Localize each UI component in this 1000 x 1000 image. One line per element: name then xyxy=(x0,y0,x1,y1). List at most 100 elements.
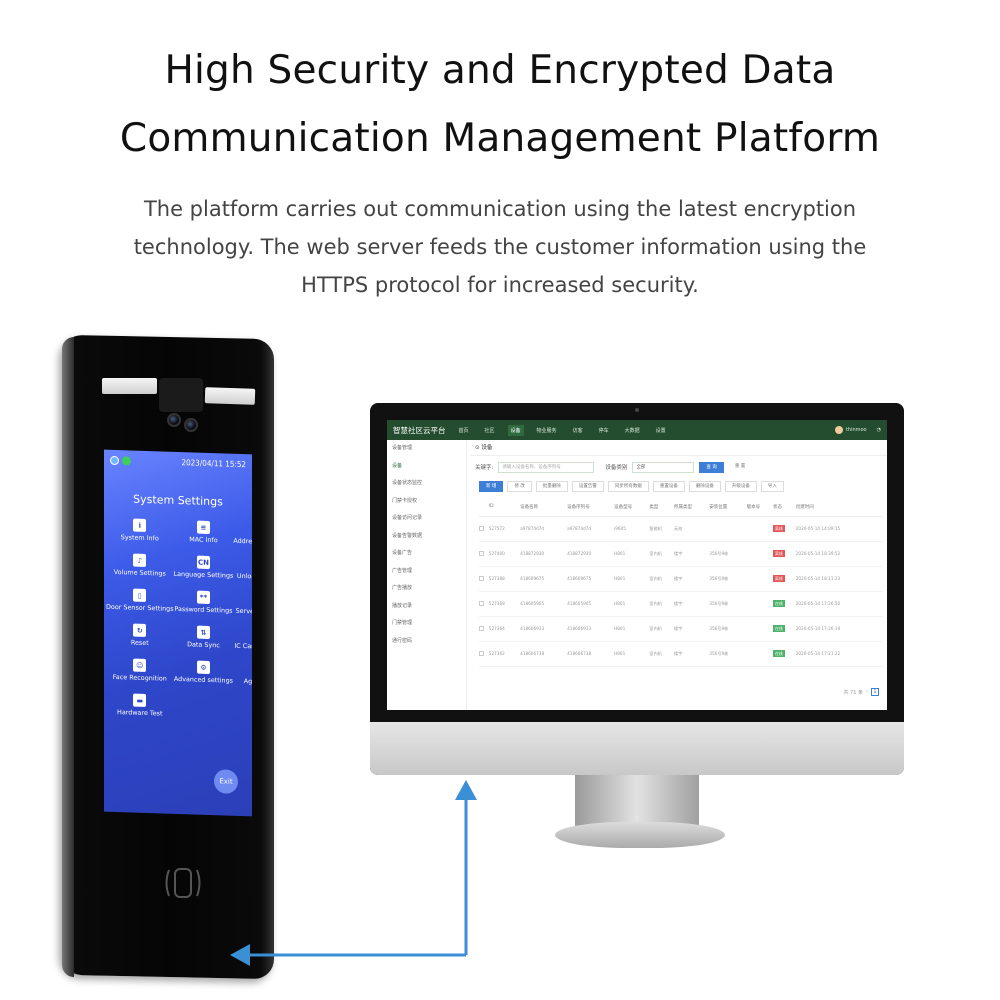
column-header xyxy=(479,498,489,517)
table-cell: 离线 xyxy=(773,566,796,592)
status-badge: 在线 xyxy=(773,649,785,657)
toolbar-action-button[interactable]: 重置设备 xyxy=(652,480,685,492)
toolbar-action-button[interactable]: 同步所有数据 xyxy=(607,480,649,492)
sidebar-item[interactable]: 广告管理 xyxy=(392,567,413,574)
search-button[interactable]: 查 询 xyxy=(699,461,724,473)
table-cell: 418605905 xyxy=(567,591,615,617)
description-line-2: technology. The web server feeds the cus… xyxy=(133,235,867,259)
sidebar-item[interactable]: 广告播放 xyxy=(392,585,413,591)
nfc-reader-icon xyxy=(165,868,201,898)
table-cell: 2020-05-14 17:26:19 xyxy=(795,616,883,642)
table-cell: 无效 xyxy=(674,516,710,542)
column-header: 版本号 xyxy=(746,498,774,517)
table-cell: 527368 xyxy=(488,591,521,617)
toolbar-action-button[interactable]: 批量删除 xyxy=(535,480,568,492)
sidebar-item[interactable]: 设备状态监控 xyxy=(392,480,423,486)
nav-tab[interactable]: 停车 xyxy=(598,427,609,434)
table-cell: 2020-05-14 17:26:50 xyxy=(795,591,883,617)
table-cell: 在线 xyxy=(773,616,796,642)
description-line-1: The platform carries out communication u… xyxy=(143,197,857,221)
sidebar-item[interactable]: 设备 xyxy=(392,462,403,469)
toolbar-action-button[interactable]: 修 改 xyxy=(507,480,532,492)
sidebar-item[interactable]: 通行密码 xyxy=(392,637,413,644)
table-cell: 527362 xyxy=(488,641,521,667)
table-cell xyxy=(746,541,774,567)
table-cell xyxy=(746,641,774,667)
bell-icon[interactable]: ◔ xyxy=(876,427,881,433)
sidebar-item[interactable]: 播放记录 xyxy=(392,602,413,609)
nav-tab[interactable]: 访客 xyxy=(572,427,583,434)
camera-lens-icon xyxy=(167,413,181,427)
table-cell: H801 xyxy=(614,641,650,667)
filter-bar: 关键字: 请输入设备名称、设备序列号 设备类别 全部 查 询 重 置 xyxy=(471,456,887,478)
user-menu[interactable]: thinmoo ◔ xyxy=(834,426,881,434)
nav-tab[interactable]: 设备 xyxy=(507,424,524,436)
row-checkbox[interactable] xyxy=(479,541,489,567)
sidebar-item[interactable]: 设备广告 xyxy=(392,550,413,556)
pager-current-page[interactable]: 1 xyxy=(871,688,879,696)
column-header: 类型 xyxy=(649,498,675,517)
device-type-label: 设备类别 xyxy=(605,465,628,471)
device-type-select[interactable]: 全部 xyxy=(632,461,695,473)
toolbar-action-button[interactable]: 设置告警 xyxy=(571,480,604,492)
toolbar-action-button[interactable]: 新 增 xyxy=(479,480,504,492)
nav-tab[interactable]: 物业服务 xyxy=(536,427,557,434)
column-header: 设备型号 xyxy=(614,498,650,517)
sidebar-item[interactable]: 设备访问记录 xyxy=(392,515,423,521)
top-navigation-bar: 智慧社区云平台 首页社区设备物业服务访客停车大数据设置 thinmoo ◔ xyxy=(387,420,887,440)
toolbar-action-button[interactable]: 删除设备 xyxy=(688,480,721,492)
row-checkbox[interactable] xyxy=(479,516,489,542)
table-cell: 离线 xyxy=(773,516,796,542)
nav-tab[interactable]: 大数据 xyxy=(624,427,640,434)
terminal-side-edge xyxy=(62,337,74,977)
table-cell xyxy=(746,516,774,542)
sidebar-item[interactable]: 门禁卡授权 xyxy=(392,497,418,504)
table-cell: 356号9栋 xyxy=(709,591,747,617)
column-header: 安装位置 xyxy=(709,498,747,517)
monitor-base xyxy=(555,822,725,848)
column-header: ID xyxy=(488,498,521,517)
nav-tab[interactable]: 社区 xyxy=(484,427,495,434)
table-cell: 527400 xyxy=(488,541,521,567)
sidebar: 设备管理设备设备状态监控门禁卡授权设备访问记录设备告警数据设备广告广告管理广告播… xyxy=(387,440,467,710)
table-cell: 2020-05-14 18:39:52 xyxy=(795,541,883,567)
row-checkbox[interactable] xyxy=(479,641,489,667)
breadcrumb: ⊙ 设备 xyxy=(471,440,887,456)
row-checkbox[interactable] xyxy=(479,566,489,592)
table-cell: 356号9栋 xyxy=(709,566,747,592)
chevron-left-icon[interactable]: ‹ xyxy=(866,689,868,695)
nav-tab[interactable]: 设置 xyxy=(655,427,666,434)
table-cell: 356号9栋 xyxy=(709,641,747,667)
keyword-search-input[interactable]: 请输入设备名称、设备序列号 xyxy=(498,461,595,473)
table-cell: a97874d7d xyxy=(567,516,615,542)
toolbar-action-button[interactable]: 升级设备 xyxy=(724,480,757,492)
reset-button[interactable]: 重 置 xyxy=(728,461,752,473)
table-cell: 418872930 xyxy=(520,541,568,567)
main-content: ⊙ 设备 关键字: 请输入设备名称、设备序列号 设备类别 全部 查 询 重 置 … xyxy=(471,440,887,710)
table-cell: 2020-05-14 14:09:15 xyxy=(795,516,883,542)
sidebar-item[interactable]: 设备告警数据 xyxy=(392,532,423,539)
sidebar-item[interactable]: 设备管理 xyxy=(392,445,413,451)
row-checkbox[interactable] xyxy=(479,616,489,642)
table-cell xyxy=(746,616,774,642)
column-header: 所属类型 xyxy=(674,498,710,517)
row-checkbox[interactable] xyxy=(479,591,489,617)
sidebar-item[interactable]: 门禁管理 xyxy=(392,620,413,626)
avatar xyxy=(834,426,843,434)
table-cell xyxy=(746,566,774,592)
nav-tab[interactable]: 首页 xyxy=(458,427,469,434)
column-header: 创建时间 xyxy=(795,498,883,517)
pagination: 共 71 条 ‹ 1 xyxy=(843,688,879,696)
table-cell: 356号9栋 xyxy=(709,616,747,642)
toolbar-action-button[interactable]: 导入 xyxy=(760,480,784,492)
table-cell: 418872930 xyxy=(567,541,615,567)
table-cell: H801 xyxy=(614,591,650,617)
table-cell: H801 xyxy=(614,566,650,592)
